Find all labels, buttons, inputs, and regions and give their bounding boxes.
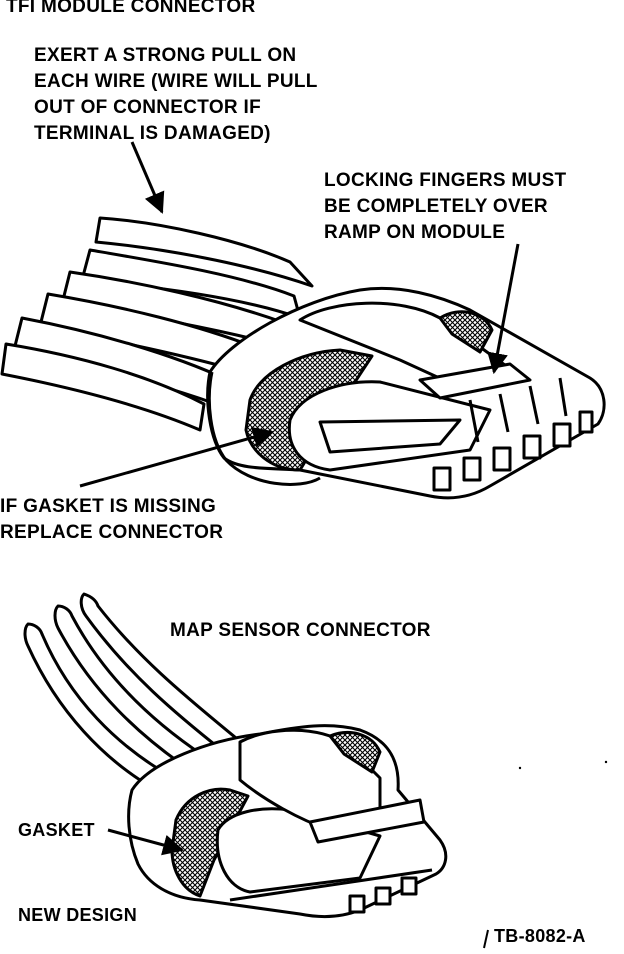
locking-arrow [487, 243, 520, 375]
map-connector-body [127, 724, 448, 919]
tfi-connector-title: TFI MODULE CONNECTOR [6, 0, 256, 17]
map-connector-title: MAP SENSOR CONNECTOR [170, 620, 431, 641]
tfi-wires [0, 216, 314, 432]
gasket-arrow [107, 828, 185, 856]
tfi-connector-body [206, 286, 606, 500]
locking-fingers-note: LOCKING FINGERS MUST BE COMPLETELY OVER … [324, 170, 567, 243]
pull-arrow [130, 141, 165, 214]
missing-gasket-note: IF GASKET IS MISSING REPLACE CONNECTOR [0, 496, 224, 543]
new-design-label: NEW DESIGN [18, 905, 138, 925]
gasket-label: GASKET [18, 820, 95, 840]
wire-pull-note: EXERT A STRONG PULL ON EACH WIRE (WIRE W… [34, 45, 318, 144]
figure-id: TB-8082-A [494, 926, 586, 946]
gasket-missing-arrow [79, 427, 275, 488]
